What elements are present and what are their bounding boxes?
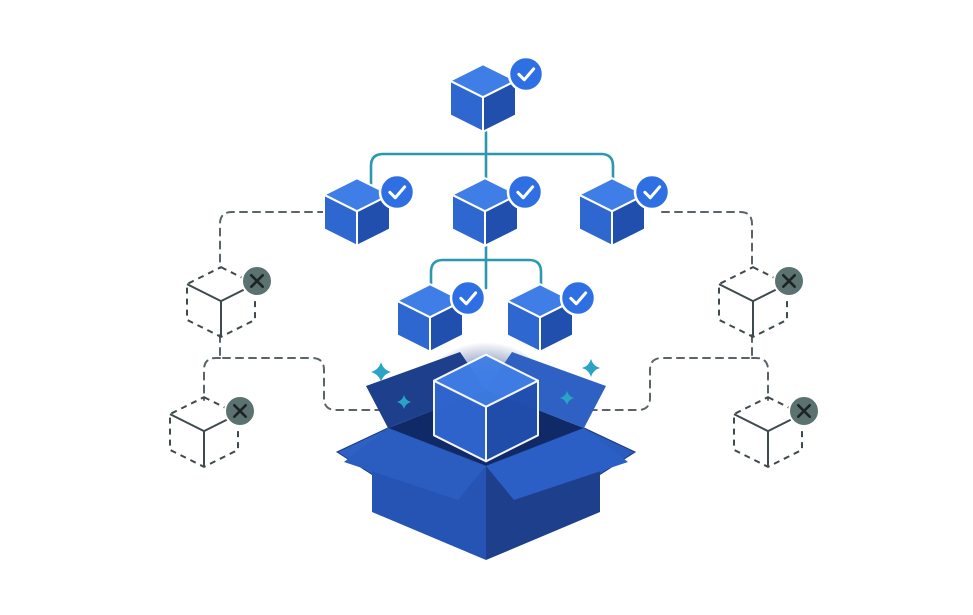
sparkle-icon	[582, 359, 600, 377]
check-badge-icon	[507, 55, 545, 93]
packaged-module	[433, 353, 539, 463]
check-badge-icon	[559, 279, 597, 317]
box-front-left-flap	[344, 428, 486, 500]
tree-connectors	[369, 130, 615, 296]
rejected-modules	[169, 265, 820, 468]
sparkle-icon	[560, 391, 574, 405]
dashed-connector	[661, 211, 753, 269]
sparkle-icon	[371, 362, 391, 382]
box-front-right-flap	[486, 428, 628, 500]
x-badge-icon	[773, 265, 805, 297]
cube-top-face	[433, 353, 539, 408]
sparkle-icon	[397, 395, 411, 409]
sparkles	[371, 359, 600, 409]
dashed-connector	[219, 211, 326, 269]
level-two-module	[396, 283, 464, 353]
verified-modules	[323, 55, 671, 463]
level-two-module	[506, 283, 574, 353]
level-one-module	[578, 177, 646, 247]
check-badge-icon	[633, 173, 671, 211]
check-badge-icon	[506, 173, 544, 211]
level-one-module	[323, 177, 391, 247]
dashed-connectors	[203, 211, 769, 411]
x-badge-icon	[224, 395, 256, 427]
x-badge-icon	[241, 265, 273, 297]
package-box-front	[335, 427, 637, 560]
root-module	[449, 63, 517, 133]
cube-top-face	[449, 63, 517, 99]
tree-connector	[429, 258, 543, 296]
check-badge-icon	[378, 173, 416, 211]
x-badge-icon	[788, 395, 820, 427]
dashed-connector	[751, 357, 769, 401]
dashed-connector	[203, 357, 221, 401]
level-one-module	[451, 177, 519, 247]
dashed-connector	[219, 334, 393, 411]
check-badge-icon	[449, 279, 487, 317]
tree-connector	[369, 152, 615, 186]
dashed-connector	[581, 334, 753, 411]
